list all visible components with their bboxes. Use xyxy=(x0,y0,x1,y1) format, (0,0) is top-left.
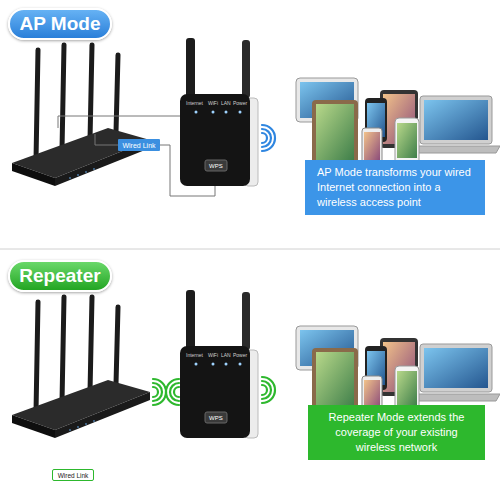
led-label: Power xyxy=(233,101,247,106)
description-text: Repeater Mode extends the coverage of yo… xyxy=(320,410,473,455)
mode-pill: AP Mode xyxy=(8,8,112,40)
mode-title: AP Mode xyxy=(20,13,101,35)
led-label: WiFi xyxy=(208,101,218,106)
led-label: Internet xyxy=(186,101,203,106)
link-label: Wired Link xyxy=(122,142,155,149)
divider xyxy=(0,249,500,250)
mode-pill: Repeater xyxy=(8,260,112,292)
description-box: Repeater Mode extends the coverage of yo… xyxy=(308,405,485,460)
wifi-waves xyxy=(166,379,179,405)
led-label: LAN xyxy=(221,353,231,358)
description-box: AP Mode transforms your wired Internet c… xyxy=(305,160,485,215)
led-label: Power xyxy=(233,353,247,358)
wifi-waves xyxy=(262,125,275,151)
wifi-waves xyxy=(153,379,166,405)
extender xyxy=(180,38,258,186)
devices xyxy=(296,326,500,414)
description-text: AP Mode transforms your wired Internet c… xyxy=(317,165,473,210)
button-label: WPS xyxy=(209,163,223,169)
devices xyxy=(296,78,500,166)
wired-link-tag: Wired Link xyxy=(52,469,94,481)
link-label: Wired Link xyxy=(58,472,89,479)
led-label: Internet xyxy=(186,353,203,358)
wifi-waves xyxy=(262,377,275,403)
router xyxy=(12,297,150,438)
wired-link-tag: Wired Link xyxy=(118,139,160,151)
extender xyxy=(180,290,258,438)
led-label: WiFi xyxy=(208,353,218,358)
button-label: WPS xyxy=(209,415,223,421)
mode-title: Repeater xyxy=(19,265,100,287)
led-label: LAN xyxy=(221,101,231,106)
